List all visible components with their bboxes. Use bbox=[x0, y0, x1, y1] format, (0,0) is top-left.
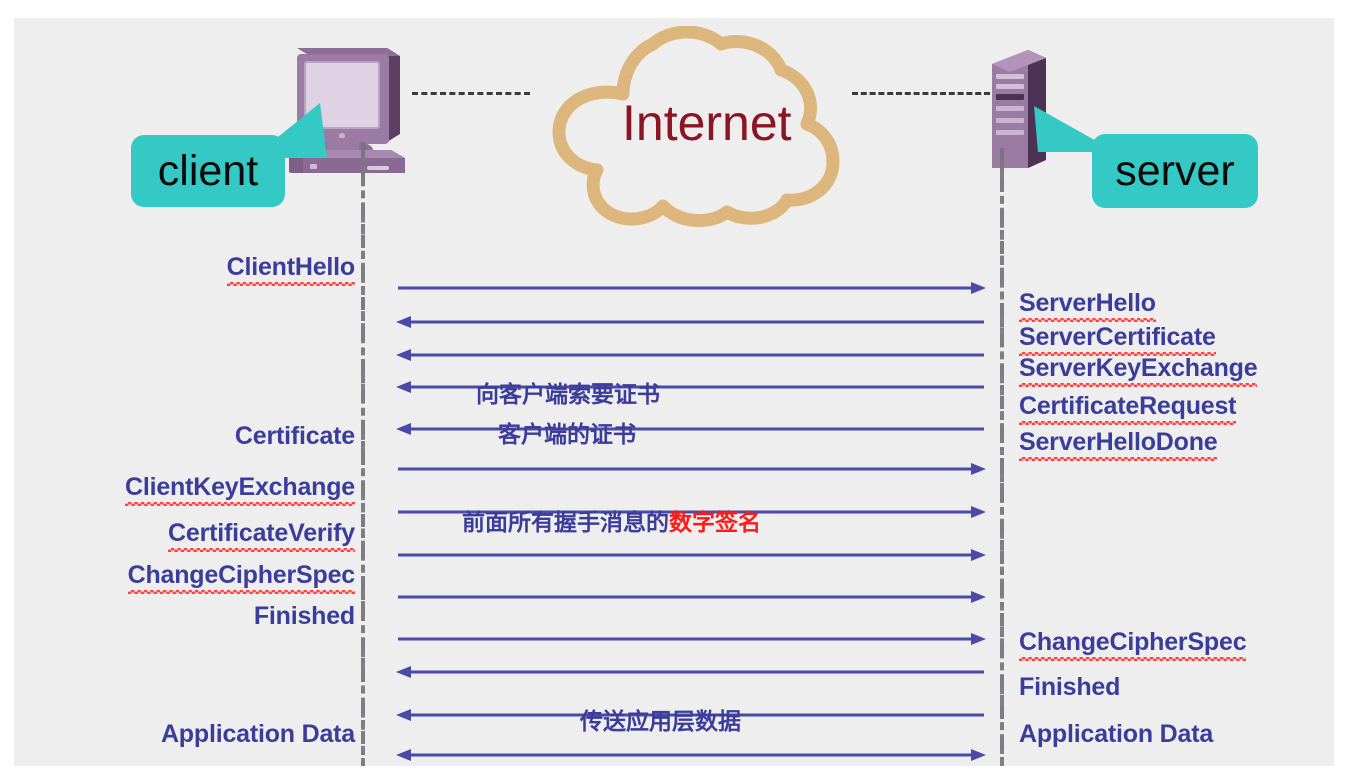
message-text: CertificateRequest bbox=[1019, 392, 1237, 425]
server-message-3: CertificateRequest bbox=[1019, 392, 1237, 425]
arrow-finished-server bbox=[396, 709, 984, 721]
cloud-label: Internet bbox=[622, 95, 792, 151]
annotation-request-client-certificate: 向客户端索要证书 bbox=[476, 383, 660, 406]
message-text: ServerCertificate bbox=[1019, 323, 1216, 356]
arrow-client-certificate bbox=[398, 463, 986, 475]
message-text: CertificateVerify bbox=[168, 519, 355, 552]
arrow-server-key-exchange bbox=[396, 381, 984, 393]
arrow-finished-client bbox=[398, 633, 986, 645]
server-callout: server bbox=[1092, 134, 1258, 208]
arrow-change-cipher-spec-server bbox=[396, 666, 984, 678]
annotation-text: 客户端的证书 bbox=[498, 421, 636, 447]
message-text: ChangeCipherSpec bbox=[1019, 628, 1247, 661]
arrow-client-key-exchange bbox=[398, 506, 986, 518]
client-message-6: Application Data bbox=[161, 722, 355, 747]
server-message-2: ServerKeyExchange bbox=[1019, 354, 1258, 387]
message-text: ServerHelloDone bbox=[1019, 428, 1218, 461]
client-lifeline bbox=[361, 142, 365, 766]
client-message-4: ChangeCipherSpec bbox=[127, 561, 356, 594]
server-message-5: ChangeCipherSpec bbox=[1019, 628, 1247, 661]
message-text: Application Data bbox=[160, 720, 355, 748]
client-message-5: Finished bbox=[254, 604, 355, 629]
server-message-4: ServerHelloDone bbox=[1019, 428, 1218, 461]
cloud-icon bbox=[552, 26, 840, 228]
server-message-6: Finished bbox=[1019, 675, 1120, 700]
client-message-0: ClientHello bbox=[226, 253, 356, 286]
diagram-canvas: Internet client bbox=[14, 18, 1334, 766]
annotation-client-certificate: 客户端的证书 bbox=[498, 423, 636, 446]
arrow-application-data bbox=[396, 749, 986, 761]
arrow-certificate-verify bbox=[398, 549, 986, 561]
message-text: ServerKeyExchange bbox=[1019, 354, 1258, 387]
message-text: Certificate bbox=[234, 422, 355, 450]
annotation-digital-signature: 前面所有握手消息的数字签名 bbox=[462, 511, 761, 534]
server-message-1: ServerCertificate bbox=[1019, 323, 1216, 356]
link-internet-to-server bbox=[852, 92, 990, 95]
annotation-text: 向客户端索要证书 bbox=[476, 381, 660, 407]
server-message-0: ServerHello bbox=[1019, 289, 1156, 322]
message-text: Finished bbox=[253, 602, 355, 630]
client-message-1: Certificate bbox=[235, 424, 355, 449]
client-callout: client bbox=[131, 135, 285, 207]
annotation-text: 传送应用层数据 bbox=[580, 708, 741, 734]
link-client-to-internet bbox=[412, 92, 530, 95]
annotation-text: 前面所有握手消息的 bbox=[462, 509, 669, 535]
message-text: Application Data bbox=[1019, 720, 1214, 748]
arrow-server-hello bbox=[396, 316, 984, 328]
message-text: Finished bbox=[1019, 673, 1121, 701]
annotation-highlight: 数字签名 bbox=[669, 509, 761, 535]
client-message-2: ClientKeyExchange bbox=[124, 473, 355, 506]
client-label: client bbox=[157, 146, 259, 195]
arrow-client-hello bbox=[398, 282, 986, 294]
message-text: ChangeCipherSpec bbox=[127, 561, 356, 594]
server-message-7: Application Data bbox=[1019, 722, 1213, 747]
message-text: ClientKeyExchange bbox=[124, 473, 355, 506]
arrow-change-cipher-spec-client bbox=[398, 591, 986, 603]
message-text: ServerHello bbox=[1019, 289, 1156, 322]
annotation-application-layer-data: 传送应用层数据 bbox=[580, 710, 741, 733]
message-text: ClientHello bbox=[226, 253, 356, 286]
server-label: server bbox=[1115, 146, 1235, 195]
arrow-server-certificate bbox=[396, 349, 984, 361]
arrow-certificate-request bbox=[396, 423, 984, 435]
server-lifeline bbox=[1000, 148, 1004, 766]
client-message-3: CertificateVerify bbox=[168, 519, 355, 552]
